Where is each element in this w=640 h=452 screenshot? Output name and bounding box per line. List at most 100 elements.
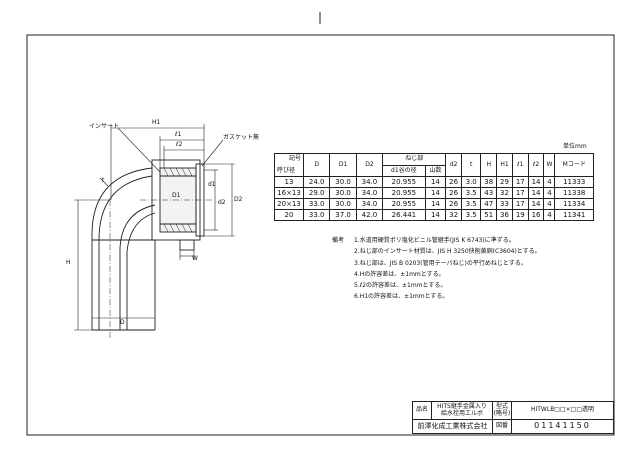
cell: 20×13 bbox=[274, 198, 304, 210]
drawing-no: 01141150 bbox=[511, 419, 614, 434]
cell: 17 bbox=[511, 198, 529, 210]
cell: 47 bbox=[480, 198, 498, 210]
cell: 14 bbox=[527, 176, 545, 188]
cell: 51 bbox=[480, 209, 498, 221]
cell: 24.0 bbox=[302, 176, 331, 188]
cell: 14 bbox=[527, 187, 545, 199]
cell: 29 bbox=[496, 176, 513, 188]
sheet-border bbox=[26, 34, 615, 436]
cell: 13 bbox=[274, 176, 304, 188]
table-row: 16×13 29.0 30.0 34.0 20.955 14 26 3.5 43… bbox=[274, 187, 594, 199]
table-row: 20 33.0 37.0 42.0 26.441 14 32 3.5 51 36… bbox=[274, 209, 594, 221]
col-D: D bbox=[302, 153, 331, 177]
col-H1: H1 bbox=[496, 153, 513, 177]
name-label: 品名 bbox=[412, 401, 432, 420]
cell: 17 bbox=[511, 176, 529, 188]
dimension-lines bbox=[74, 124, 235, 331]
cell: 14 bbox=[424, 209, 447, 221]
col-t: t bbox=[461, 153, 482, 177]
col-thread: ねじ部 bbox=[382, 153, 447, 166]
table-row: 13 24.0 30.0 34.0 20.955 14 26 3.0 38 29… bbox=[274, 176, 594, 188]
l2-label: ℓ2 bbox=[176, 141, 183, 148]
notes-heading: 備考 bbox=[332, 237, 345, 244]
unit-label: 単位mm bbox=[563, 143, 587, 150]
cell: 3.0 bbox=[461, 176, 482, 188]
H-label: H bbox=[66, 259, 71, 266]
cell: 20.955 bbox=[382, 176, 426, 188]
cell: 36 bbox=[496, 209, 513, 221]
cell: 30.0 bbox=[329, 187, 357, 199]
d1-label: d1 bbox=[208, 181, 216, 188]
note-item: 4.Hの許容差は、±1mmとする。 bbox=[354, 270, 445, 278]
l1-label: ℓ1 bbox=[175, 131, 182, 138]
d2-label: d2 bbox=[218, 199, 226, 206]
cell: 42.0 bbox=[355, 209, 384, 221]
product-name-line2: 給水栓用エルボ bbox=[440, 409, 483, 417]
note-item: 5.ℓ2の許容差は、±1mmとする。 bbox=[354, 282, 447, 290]
cell: 11341 bbox=[554, 209, 594, 221]
col-thread-d1: d1谷の径 bbox=[382, 164, 426, 177]
product-name: HITS継手金属入り 給水栓用エルボ bbox=[431, 401, 493, 420]
col-mcode: Mコード bbox=[554, 153, 594, 177]
cell: 26 bbox=[445, 176, 463, 188]
cell: 34.0 bbox=[355, 176, 384, 188]
cell: 19 bbox=[511, 209, 529, 221]
cell: 26 bbox=[445, 187, 463, 199]
cell: 14 bbox=[424, 187, 447, 199]
cell: 3.5 bbox=[461, 187, 482, 199]
cell: 16×13 bbox=[274, 187, 304, 199]
note-item: 3.ねじ部は、JIS B 0203(管用テーパねじ)の平行めねじとする。 bbox=[354, 259, 527, 267]
D-label: D bbox=[120, 319, 125, 326]
elbow-drawing bbox=[91, 159, 214, 340]
col-l1: ℓ1 bbox=[511, 153, 529, 177]
corner-cell: 記号 呼び径 bbox=[274, 153, 304, 177]
col-W: W bbox=[543, 153, 556, 177]
note-item: 2.ねじ部のインサート材質は、JIS H 3250快削黄銅(C3604)とする。 bbox=[354, 248, 541, 256]
cell: 20.955 bbox=[382, 187, 426, 199]
col-thread-count: 山数 bbox=[424, 164, 447, 177]
gasket-label: ガスケット無 bbox=[223, 134, 260, 141]
cell: 4 bbox=[543, 187, 556, 199]
cell: 11333 bbox=[554, 176, 594, 188]
cell: 34.0 bbox=[355, 187, 384, 199]
cell: 11338 bbox=[554, 187, 594, 199]
note-item: 1.水道用硬質ポリ塩化ビニル管継手(JIS K 6743)に準ずる。 bbox=[354, 237, 515, 244]
title-block: 品名 HITS継手金属入り 給水栓用エルボ 型式 (略号) HITWLB□□×□… bbox=[412, 401, 614, 434]
company-name: 前澤化成工業株式会社 bbox=[412, 419, 493, 434]
col-D1: D1 bbox=[329, 153, 357, 177]
col-H: H bbox=[480, 153, 498, 177]
model-label: 型式 (略号) bbox=[492, 401, 512, 420]
cell: 17 bbox=[511, 187, 529, 199]
insert-label: インサート bbox=[89, 123, 120, 130]
col-l2: ℓ2 bbox=[527, 153, 545, 177]
cell: 43 bbox=[480, 187, 498, 199]
product-name-line1: HITS継手金属入り bbox=[437, 402, 487, 410]
D2-label: D2 bbox=[234, 196, 243, 203]
cell: 26 bbox=[445, 198, 463, 210]
cell: 34.0 bbox=[355, 198, 384, 210]
cell: 14 bbox=[527, 198, 545, 210]
cell: 11334 bbox=[554, 198, 594, 210]
cell: 3.5 bbox=[461, 209, 482, 221]
cell: 33.0 bbox=[302, 209, 331, 221]
cell: 4 bbox=[543, 176, 556, 188]
model-label-1: 型式 bbox=[495, 402, 508, 410]
drawing-no-label: 図番 bbox=[492, 419, 512, 434]
cell: 38 bbox=[480, 176, 498, 188]
corner-top: 記号 bbox=[288, 155, 301, 162]
notes-block: 備考 1.水道用硬質ポリ塩化ビニル管継手(JIS K 6743)に準ずる。 2.… bbox=[332, 235, 541, 303]
note-item: 6.H1の許容差は、±1mmとする。 bbox=[354, 293, 449, 301]
cell: 20 bbox=[274, 209, 304, 221]
model-label-2: (略号) bbox=[493, 409, 511, 417]
D1-label: D1 bbox=[172, 192, 181, 199]
cell: 33 bbox=[496, 198, 513, 210]
cell: 37.0 bbox=[329, 209, 357, 221]
cell: 30.0 bbox=[329, 198, 357, 210]
cell: 14 bbox=[424, 198, 447, 210]
cell: 32 bbox=[445, 209, 463, 221]
table-row: 20×13 33.0 30.0 34.0 20.955 14 26 3.5 47… bbox=[274, 198, 594, 210]
cell: 14 bbox=[424, 176, 447, 188]
col-d2: d2 bbox=[445, 153, 463, 177]
cell: 33.0 bbox=[302, 198, 331, 210]
